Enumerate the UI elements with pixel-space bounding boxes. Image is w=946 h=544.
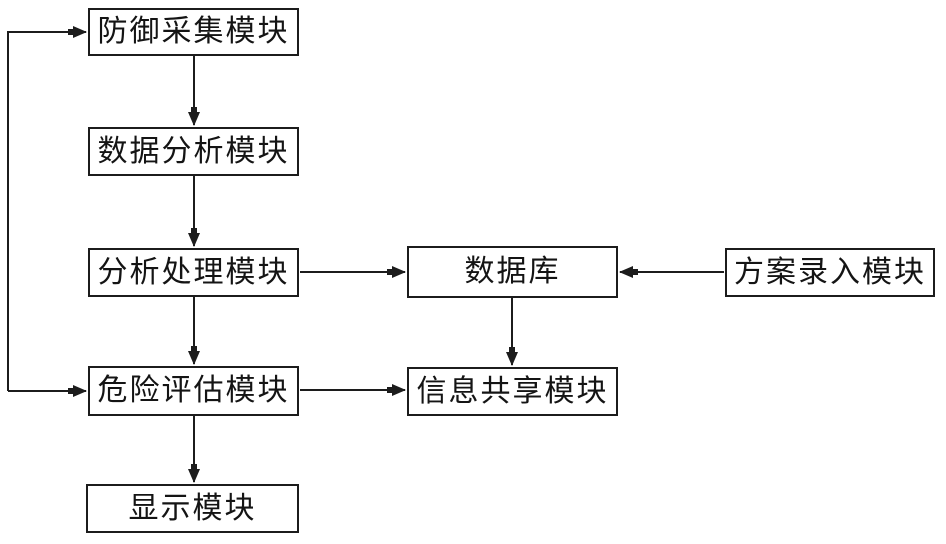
node-risk-assessment-label: 危险评估模块	[97, 374, 290, 407]
node-info-sharing-module: 信息共享模块	[407, 367, 618, 416]
node-analysis-processing-label: 分析处理模块	[97, 255, 290, 289]
node-data-analysis-label: 数据分析模块	[97, 134, 290, 168]
node-info-sharing-label: 信息共享模块	[416, 374, 609, 408]
node-defense-collection-module: 防御采集模块	[88, 8, 299, 56]
node-database-label: 数据库	[464, 255, 561, 288]
node-data-analysis-module: 数据分析模块	[88, 127, 299, 176]
node-plan-entry-module: 方案录入模块	[725, 248, 935, 297]
node-plan-entry-label: 方案录入模块	[734, 255, 926, 289]
node-display-module: 显示模块	[86, 484, 299, 533]
node-display-label: 显示模块	[128, 491, 257, 525]
node-defense-collection-label: 防御采集模块	[97, 15, 290, 48]
edge-feedback-line-to-defensecollection-arrow	[7, 26, 87, 391]
node-analysis-processing-module: 分析处理模块	[88, 248, 299, 297]
node-risk-assessment-module: 危险评估模块	[88, 366, 299, 416]
node-database: 数据库	[407, 246, 618, 298]
